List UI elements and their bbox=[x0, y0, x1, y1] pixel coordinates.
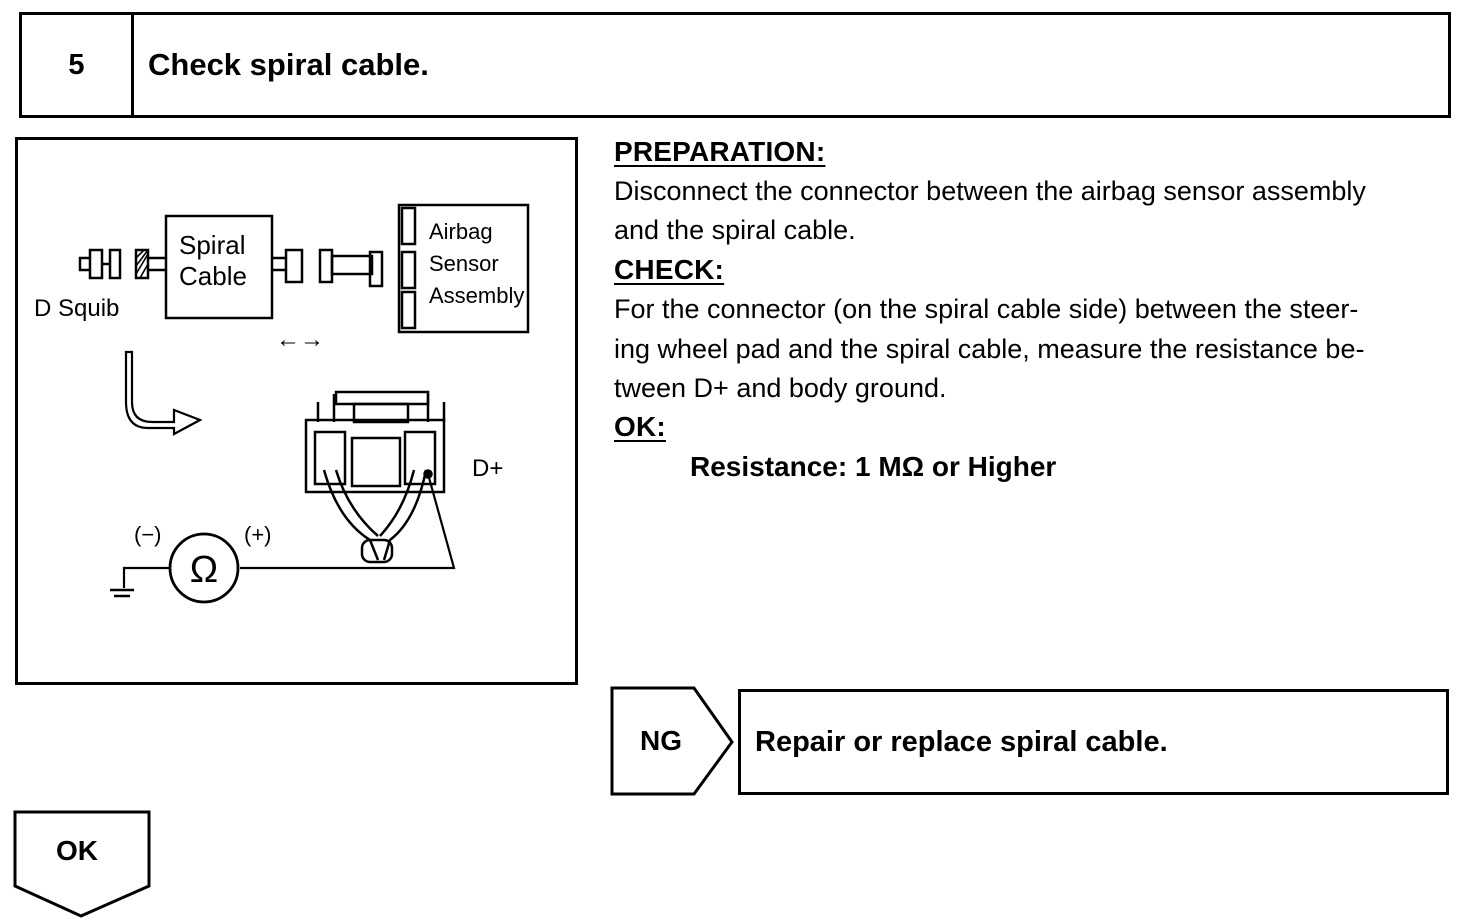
disconnect-arrows-icon: ←→ bbox=[276, 326, 324, 353]
plus-label: (+) bbox=[244, 522, 272, 547]
bent-arrow-icon bbox=[124, 350, 203, 436]
mating-connector-icon bbox=[318, 248, 334, 284]
steering-connector-icon bbox=[304, 390, 446, 564]
minus-label: (−) bbox=[134, 522, 162, 547]
check-line-1: For the connector (on the spiral cable s… bbox=[614, 294, 1359, 324]
spiral-cable-label-2: Cable bbox=[179, 261, 247, 291]
sensor-label-1: Airbag bbox=[429, 219, 493, 244]
airbag-sensor-box bbox=[397, 203, 530, 334]
ok-heading: OK: bbox=[614, 411, 666, 442]
spiral-cable-label-1: Spiral bbox=[179, 230, 245, 260]
cable-connector-icon bbox=[284, 248, 304, 284]
ng-arrow-shape bbox=[610, 686, 734, 796]
d-plus-label: D+ bbox=[472, 455, 503, 482]
negative-lead bbox=[122, 566, 170, 588]
sensor-label-2: Sensor bbox=[429, 251, 499, 276]
ng-label: NG bbox=[640, 725, 682, 756]
ok-flow-label: OK bbox=[56, 835, 98, 866]
resistance-spec: Resistance: 1 MΩ or Higher bbox=[690, 451, 1057, 482]
ng-action-box: Repair or replace spiral cable. bbox=[738, 689, 1449, 795]
diagram-panel: Spiral Cable D Squib Airbag Sensor Assem… bbox=[15, 137, 578, 685]
spiral-cable-box bbox=[164, 214, 274, 320]
ng-action-text: Repair or replace spiral cable. bbox=[755, 725, 1168, 758]
squib-plug-icon bbox=[78, 256, 90, 272]
preparation-heading: PREPARATION: bbox=[614, 136, 826, 167]
ok-arrow-shape bbox=[13, 810, 151, 918]
ground-icon bbox=[110, 588, 134, 598]
step-title: Check spiral cable. bbox=[148, 47, 429, 82]
preparation-line-1: Disconnect the connector between the air… bbox=[614, 176, 1366, 206]
spiral-cable-diagram: Spiral Cable D Squib Airbag Sensor Assem… bbox=[34, 203, 530, 604]
check-heading: CHECK: bbox=[614, 254, 725, 285]
positive-lead bbox=[240, 473, 456, 570]
check-line-2: ing wheel pad and the spiral cable, meas… bbox=[614, 334, 1365, 364]
check-line-3: tween D+ and body ground. bbox=[614, 373, 947, 403]
squib-connector-icon bbox=[88, 248, 104, 280]
step-header: 5 Check spiral cable. bbox=[19, 12, 1451, 118]
ohm-symbol: Ω bbox=[190, 549, 218, 591]
sensor-label-3: Assembly bbox=[429, 283, 524, 308]
step-number: 5 bbox=[22, 15, 134, 115]
d-squib-label: D Squib bbox=[34, 295, 119, 322]
preparation-line-2: and the spiral cable. bbox=[614, 215, 856, 245]
